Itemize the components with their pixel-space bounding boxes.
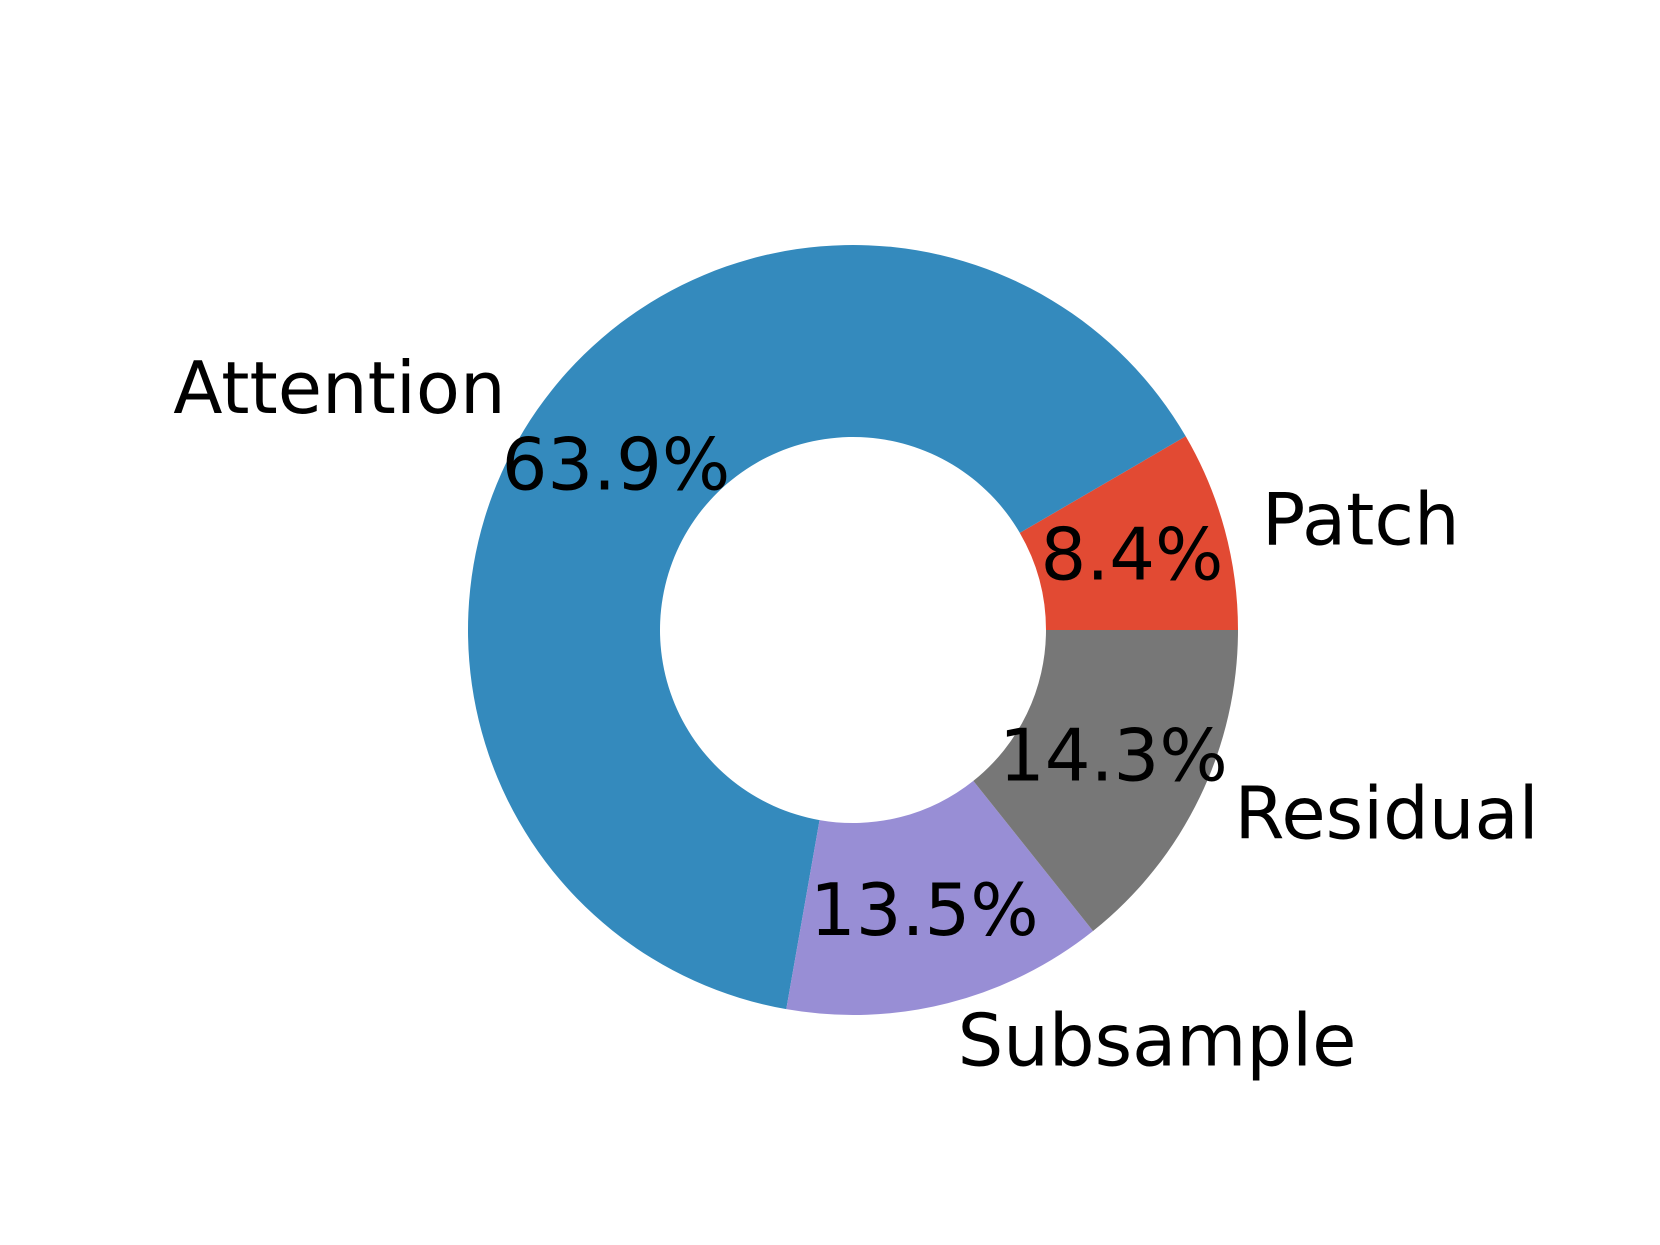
slice-patch [1019,436,1238,630]
pct-label-attention: 63.9% [502,423,731,507]
pct-label-patch: 8.4% [1041,513,1224,597]
category-label-residual: Residual [1235,772,1539,856]
pct-label-subsample: 13.5% [810,868,1039,952]
slice-residual [973,630,1238,932]
category-label-attention: Attention [173,346,505,430]
labels-layer: 8.4% Patch 63.9%Attention 13.5% Subsample 14.… [173,346,1538,1083]
pct-label-residual: 14.3% [999,713,1228,797]
slice-subsample [786,780,1094,1015]
category-label-patch: Patch [1262,478,1460,562]
category-label-subsample: Subsample [958,998,1357,1082]
slices-layer [467,244,1238,1015]
slice-attention [467,244,1186,1010]
